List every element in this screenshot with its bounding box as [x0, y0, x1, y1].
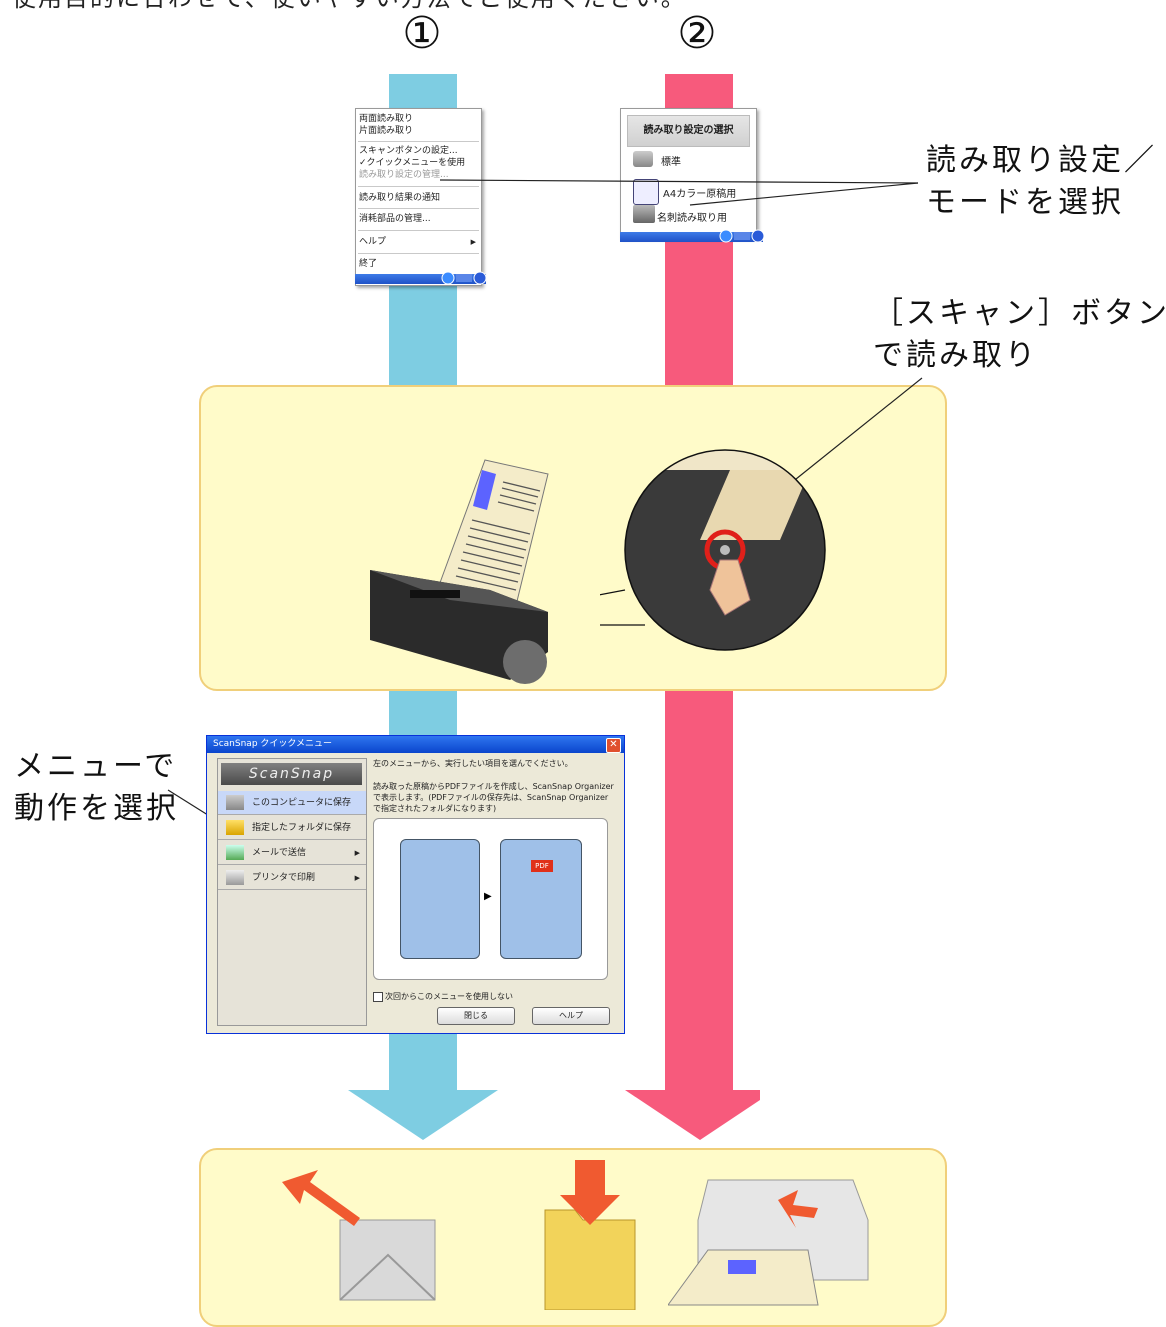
finger [709, 559, 751, 616]
send-arrow-icon [282, 1170, 360, 1226]
check-icon: ✓ [359, 158, 367, 168]
quick-menu-item-label: メールで送信 [252, 848, 307, 858]
settings-popup: 読み取り設定の選択 標準 A4カラー原稿用 名刺読み取り用 [620, 108, 757, 238]
scanner-roller [503, 640, 547, 684]
chevron-right-icon: ▶ [354, 874, 360, 882]
scan-button [720, 545, 730, 555]
pdf-badge: PDF [531, 860, 553, 872]
quick-menu-content: 左のメニューから、実行したい項目を選んでください。 読み取った原稿からPDFファ… [373, 758, 616, 998]
quick-menu-item-save-computer[interactable]: このコンピュータに保存 [218, 791, 366, 815]
help-button[interactable]: ヘルプ [532, 1007, 610, 1025]
blue-arrowhead [348, 1090, 498, 1140]
printer-icon [226, 870, 244, 885]
menu-separator [358, 186, 479, 187]
menu-item-use-quick-menu[interactable]: ✓クイックメニューを使用 [359, 158, 465, 169]
printer-output [668, 1179, 869, 1306]
tray-icons [441, 271, 487, 285]
callout-line: モードを選択 [926, 185, 1124, 220]
menu-item-duplex[interactable]: 両面読み取り [359, 114, 414, 124]
quick-menu-illustration: ▶ PDF [373, 818, 608, 980]
pdf-illustration: PDF [500, 839, 582, 959]
context-menu: 両面読み取り 片面読み取り スキャンボタンの設定... ✓クイックメニューを使用… [355, 108, 482, 286]
folder-icon [226, 820, 244, 835]
scan-illustration [400, 839, 480, 959]
email-icon [226, 845, 244, 860]
menu-item-manage-settings: 読み取り設定の管理... [359, 170, 449, 180]
menu-separator [358, 208, 479, 209]
scanner-slot [410, 590, 460, 598]
intro-text: 使用目的に合わせて、使いやすい方法でご使用ください。 [12, 0, 687, 13]
menu-item-simplex[interactable]: 片面読み取り [359, 126, 414, 136]
dont-use-checkbox[interactable] [373, 992, 383, 1002]
printed-page [668, 1249, 819, 1306]
close-button-label: 閉じる [464, 1011, 488, 1020]
quick-menu-item-label: このコンピュータに保存 [252, 798, 352, 808]
taskbar-strip [620, 232, 763, 242]
callout-select-setting: 読み取り設定／ モードを選択 [926, 140, 1157, 224]
quick-menu-item-label: 指定したフォルダに保存 [252, 823, 352, 833]
tray-icons [719, 229, 765, 243]
route-2-number: ② [677, 8, 717, 59]
settings-option-a4-color[interactable]: A4カラー原稿用 [663, 189, 737, 200]
callout-menu: メニューで 動作を選択 [14, 746, 179, 830]
quick-menu-item-email[interactable]: メールで送信 ▶ [218, 841, 366, 865]
callout-line: メニューで [14, 749, 178, 784]
callout-line: 動作を選択 [14, 791, 179, 826]
menu-separator [358, 141, 479, 142]
menu-separator [358, 253, 479, 254]
quick-menu-window: ScanSnap クイックメニュー ✕ ScanSnap このコンピュータに保存… [206, 735, 625, 1034]
callout-line: で読み取り [873, 338, 1038, 373]
quick-menu-instruction: 左のメニューから、実行したい項目を選んでください。 [373, 759, 573, 768]
computer-icon [226, 795, 244, 810]
menu-item-scan-button-settings[interactable]: スキャンボタンの設定... [359, 146, 458, 156]
quick-menu-item-save-folder[interactable]: 指定したフォルダに保存 [218, 816, 366, 840]
route-1-number: ① [402, 8, 442, 59]
quick-menu-titlebar: ScanSnap クイックメニュー [207, 736, 624, 753]
dont-use-label: 次回からこのメニューを使用しない [385, 992, 513, 1001]
scansnap-logo: ScanSnap [221, 763, 362, 785]
document-photo [473, 470, 496, 510]
menu-separator [358, 230, 479, 231]
print-arrow-icon [778, 1190, 818, 1228]
window-title: ScanSnap クイックメニュー [213, 739, 333, 749]
email-output [282, 1170, 436, 1301]
flow-arrowheads [348, 1090, 760, 1140]
menu-item-help[interactable]: ヘルプ ▶ [359, 237, 478, 248]
settings-option-standard[interactable]: 標準 [661, 157, 681, 168]
submenu-arrow-icon: ▶ [470, 238, 476, 246]
settings-option-business-card[interactable]: 名刺読み取り用 [657, 213, 727, 224]
quick-menu-description: 読み取った原稿からPDFファイルを作成し、ScanSnap Organizerで… [373, 782, 614, 813]
zoom-circle [600, 449, 826, 651]
menu-item-scan-notification[interactable]: 読み取り結果の通知 [359, 193, 441, 203]
arrow-right-icon: ▶ [484, 891, 492, 902]
quick-menu-sidebar: ScanSnap このコンピュータに保存 指定したフォルダに保存 メールで送信 … [217, 758, 367, 1026]
a4-color-icon [633, 179, 659, 205]
settings-popup-title: 読み取り設定の選択 [627, 115, 750, 147]
help-button-label: ヘルプ [559, 1011, 583, 1020]
quick-menu-item-label: プリンタで印刷 [252, 873, 316, 883]
close-button[interactable]: 閉じる [437, 1007, 515, 1025]
document-text-lines [455, 481, 541, 591]
save-arrow-icon [560, 1160, 620, 1225]
callout-scan-button: ［スキャン］ボタン で読み取り [873, 293, 1166, 377]
taskbar-strip [355, 274, 486, 284]
menu-item-label: ヘルプ [359, 237, 387, 247]
folder-output [544, 1160, 636, 1310]
callout-line: ［スキャン］ボタン [873, 296, 1166, 331]
menu-item-exit[interactable]: 終了 [359, 259, 378, 269]
menu-item-label: クイックメニューを使用 [366, 158, 466, 168]
scanner-illustration [370, 459, 549, 684]
quick-menu-item-print[interactable]: プリンタで印刷 ▶ [218, 866, 366, 890]
close-icon[interactable]: ✕ [606, 738, 621, 753]
chevron-right-icon: ▶ [354, 849, 360, 857]
menu-item-consumables[interactable]: 消耗部品の管理... [359, 214, 431, 224]
scanner-icon [633, 151, 653, 167]
callout-line: 読み取り設定／ [926, 143, 1157, 178]
red-arrowhead [625, 1090, 760, 1140]
business-card-icon [633, 205, 655, 223]
